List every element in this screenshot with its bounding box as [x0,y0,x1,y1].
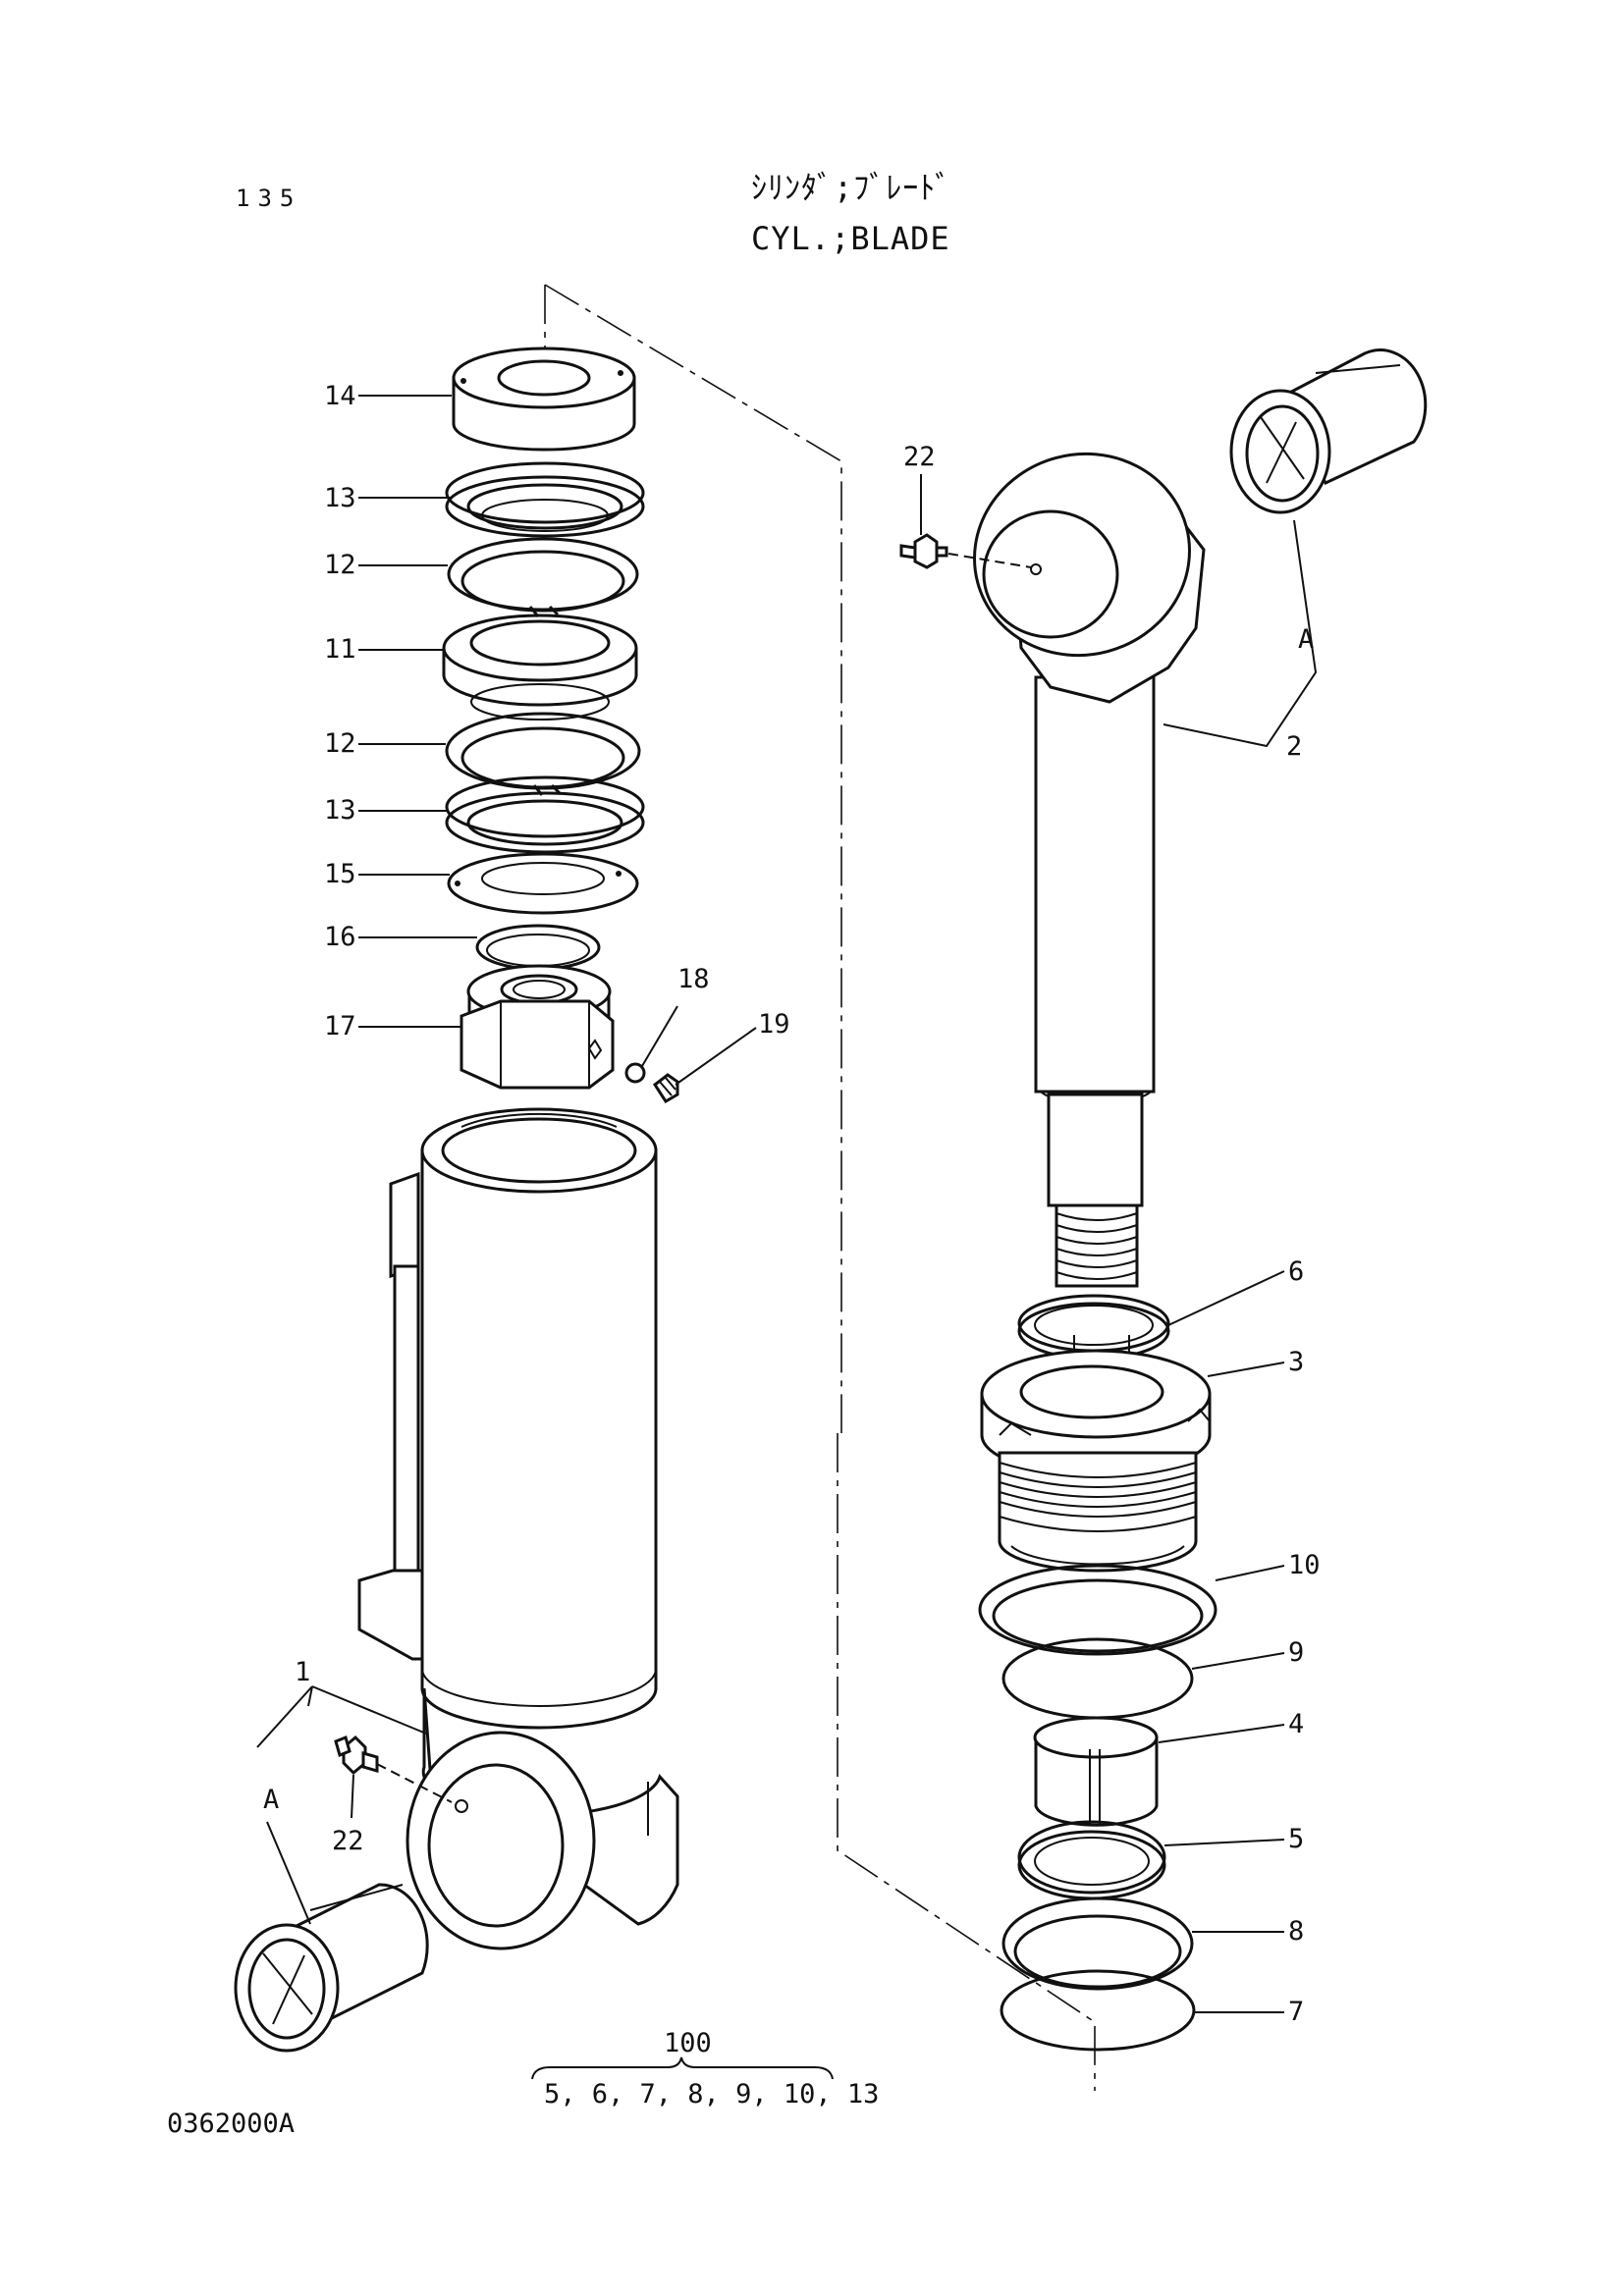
part-19-set-screw [652,1073,679,1104]
leader-lines [256,395,1318,2013]
callout-15: 15 [324,859,356,889]
part-22-grease-fitting-right [899,533,1032,569]
bushing-a-left [234,1883,429,2053]
callout-1: 1 [295,1657,311,1687]
callout-11: 11 [324,634,356,665]
part-2-piston-rod [973,452,1206,1288]
part-14-dust-seal-ring [452,347,636,452]
callout-2: 2 [1286,731,1303,762]
bushing-a-right [1229,348,1428,514]
callout-16: 16 [324,922,356,952]
callout-18: 18 [677,964,710,994]
callout-13-lower: 13 [324,795,356,826]
callout-13-upper: 13 [324,483,356,513]
callout-10: 10 [1288,1550,1321,1580]
part-22-grease-fitting-left [334,1735,453,1803]
callout-22-left: 22 [332,1826,364,1856]
callout-6: 6 [1288,1256,1305,1287]
part-16-o-ring [475,924,601,971]
callout-5: 5 [1288,1824,1305,1854]
part-6-ring [1017,1294,1170,1361]
part-5-backup-ring [1017,1820,1166,1900]
part-1-cylinder-tube [357,1107,679,1950]
part-15-plate [447,852,639,915]
callout-9: 9 [1288,1637,1305,1668]
part-4-slide-ring [1033,1716,1159,1827]
part-13-wiper-ring-upper [445,461,645,538]
callout-3: 3 [1288,1347,1305,1377]
callout-14: 14 [324,381,356,411]
part-7-o-ring [1000,1969,1196,2052]
part-11-rod-seal [442,614,638,721]
callout-17: 17 [324,1011,356,1041]
callout-8: 8 [1288,1916,1305,1947]
part-17-cylinder-head [460,964,615,1090]
part-13-wiper-ring-lower [445,775,645,854]
part-12-backup-ring-lower [445,712,641,796]
kit-bracket [531,2056,834,2080]
title-japanese: ｼﾘﾝﾀﾞ;ﾌﾞﾚｰﾄﾞ [751,169,952,206]
part-18-ball [624,1062,646,1084]
callout-a-right: A [1298,624,1315,655]
callout-19: 19 [758,1009,790,1040]
callout-7: 7 [1288,1997,1305,2027]
page-number: 135 [236,185,302,212]
callout-12-lower: 12 [324,728,356,759]
drawing-code: 0362000A [167,2109,296,2139]
part-8-seal-ring [1001,1896,1194,1991]
kit-contents: 5, 6, 7, 8, 9, 10, 13 [544,2079,880,2109]
part-10-wear-ring [978,1564,1217,1656]
kit-number: 100 [664,2028,712,2058]
part-12-backup-ring-upper [447,537,639,617]
callout-a-left: A [263,1785,280,1815]
callout-4: 4 [1288,1709,1305,1739]
callout-12-upper: 12 [324,550,356,580]
title-english: CYL.;BLADE [751,220,950,257]
part-3-piston [980,1349,1212,1573]
callout-22-right: 22 [903,442,936,472]
